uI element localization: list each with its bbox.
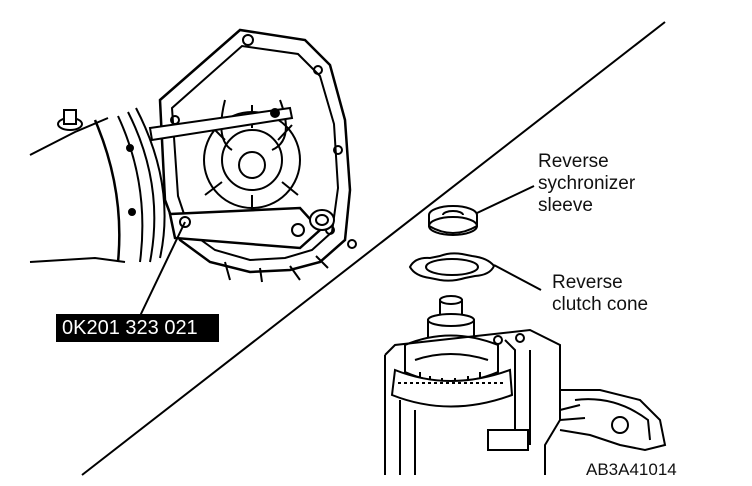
label-line: clutch cone <box>552 294 649 315</box>
label-line: Reverse <box>538 151 609 172</box>
divider-line <box>81 21 666 476</box>
figure-code: AB3A41014 <box>586 460 677 479</box>
label-line: sychronizer <box>538 173 636 194</box>
tool-part-number: 0K201 323 021 <box>62 317 198 339</box>
transmission-housing-illustration <box>29 28 357 317</box>
label-reverse-synchronizer-sleeve: Reverse sychronizer sleeve <box>538 151 635 217</box>
label-reverse-clutch-cone: Reverse clutch cone <box>552 272 648 316</box>
label-line: sleeve <box>538 195 593 216</box>
gearbox-illustration <box>384 185 667 475</box>
label-line: Reverse <box>552 272 623 293</box>
tool-part-number-box <box>56 314 219 342</box>
